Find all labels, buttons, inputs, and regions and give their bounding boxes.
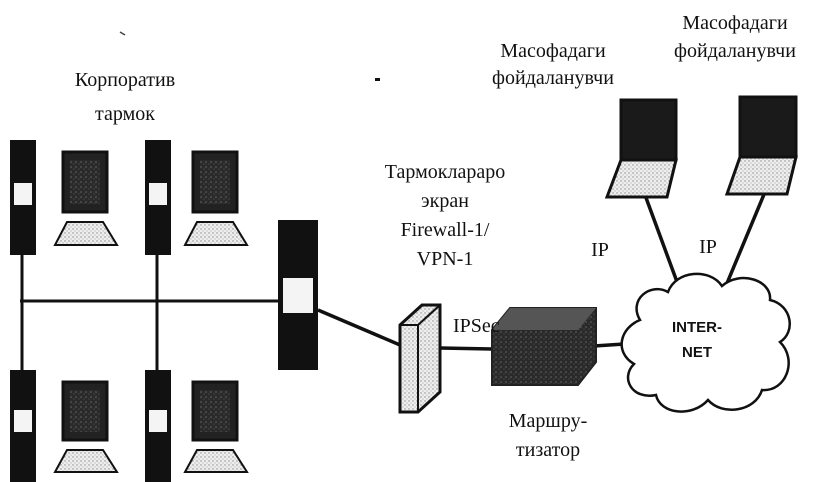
router-device [492,308,596,385]
internet-label-line2: NET [682,344,712,361]
stray-dot [375,78,380,81]
firewall-label-line2: экран [421,190,469,212]
stray-mark [120,32,125,35]
firewall-label-line3: Firewall-1/ [401,219,490,241]
ip-label-left: IP [591,239,609,261]
workstation-3 [10,370,117,482]
keyboard-4 [185,450,247,472]
firewall-label-line4: VPN-1 [417,248,474,270]
firewall-label-line1: Тармоклараро [385,161,505,183]
remote-laptop-2 [727,97,796,194]
corporate-network-label-line1: Корпоратив [75,69,175,91]
remote-user-1-label-line2: фойдаланувчи [492,67,614,89]
ip-label-right: IP [699,236,717,258]
firewall-device [400,305,440,412]
workstation-2 [145,140,247,255]
router-label-line1: Маршру- [509,410,587,432]
lan-bus [20,255,285,370]
remote-user-1-label-line1: Масофадаги [500,40,606,62]
internet-cloud [622,274,790,412]
remote-user-2-label-line1: Масофадаги [682,12,788,34]
keyboard-3 [55,450,117,472]
internet-label-line1: INTER- [672,319,722,336]
keyboard-2 [185,222,247,245]
server-tower [278,220,318,370]
remote-laptop-1 [607,100,676,197]
keyboard-1 [55,222,117,245]
router-label-line2: тизатор [516,439,580,461]
remote-user-2-label-line2: фойдаланувчи [674,40,796,62]
workstation-4 [145,370,247,482]
workstation-1 [10,140,117,255]
corporate-network-label-line2: тармок [95,103,155,125]
ipsec-label: IPSec [453,315,500,337]
